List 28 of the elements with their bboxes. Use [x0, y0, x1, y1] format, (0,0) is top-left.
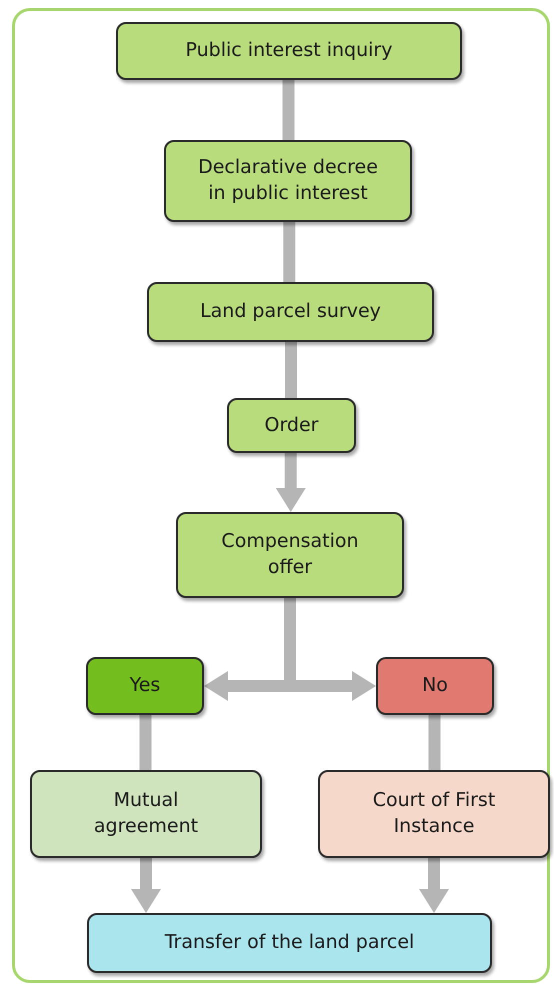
process-box	[147, 282, 434, 342]
node-text: Declarative decree in public interest	[197, 155, 379, 206]
node-text: Order	[264, 412, 318, 438]
connector-line	[285, 342, 297, 398]
node-text: Land parcel survey	[200, 299, 381, 324]
outcome-box	[30, 770, 262, 858]
decision-box	[86, 657, 204, 715]
arrow	[419, 858, 449, 913]
connector-line	[282, 80, 294, 140]
arrow	[131, 858, 161, 913]
process-box	[116, 22, 462, 80]
node-text: Court of First Instance	[372, 788, 496, 839]
decision-box	[376, 657, 494, 715]
outcome-box	[318, 770, 550, 858]
result-box	[87, 913, 492, 973]
process-box	[164, 140, 412, 222]
node-text: No	[422, 673, 448, 698]
process-box	[176, 512, 404, 598]
connector-line	[283, 222, 296, 282]
connector-line	[140, 715, 152, 770]
node-text: Compensation offer	[220, 529, 360, 580]
node-text: Transfer of the land parcel	[164, 930, 414, 956]
connector-line	[428, 715, 440, 770]
node-text: Yes	[130, 673, 160, 698]
node-text: Mutual agreement	[92, 788, 200, 839]
arrow	[276, 453, 306, 512]
process-box	[227, 398, 356, 453]
node-text: Public interest inquiry	[186, 38, 392, 64]
